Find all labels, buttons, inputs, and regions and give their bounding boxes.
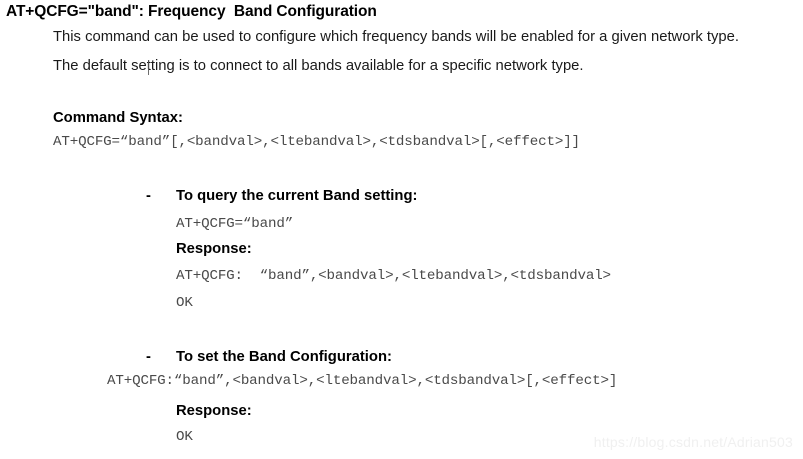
query-response-line-1: AT+QCFG: “band”,<bandval>,<ltebandval>,<… bbox=[176, 268, 611, 284]
bullet-dash-query: - bbox=[146, 188, 151, 204]
set-command-code: AT+QCFG:“band”,<bandval>,<ltebandval>,<t… bbox=[107, 373, 618, 389]
query-response-line-2: OK bbox=[176, 295, 193, 311]
command-syntax-label: Command Syntax: bbox=[53, 110, 183, 126]
page-title: AT+QCFG="band": Frequency Band Configura… bbox=[6, 3, 377, 20]
text-caret-artifact bbox=[148, 60, 149, 75]
command-syntax-code: AT+QCFG=“band”[,<bandval>,<ltebandval>,<… bbox=[53, 134, 580, 150]
intro-paragraph-line-1: This command can be used to configure wh… bbox=[53, 29, 739, 45]
set-response-line-1: OK bbox=[176, 429, 193, 445]
query-command-code: AT+QCFG=“band” bbox=[176, 216, 294, 232]
section-title-set: To set the Band Configuration: bbox=[176, 349, 392, 365]
set-response-label: Response: bbox=[176, 403, 252, 419]
query-response-label: Response: bbox=[176, 241, 252, 257]
bullet-dash-set: - bbox=[146, 349, 151, 365]
intro-paragraph-line-2: The default setting is to connect to all… bbox=[53, 58, 584, 74]
watermark: https://blog.csdn.net/Adrian503 bbox=[593, 434, 793, 450]
section-title-query: To query the current Band setting: bbox=[176, 188, 418, 204]
